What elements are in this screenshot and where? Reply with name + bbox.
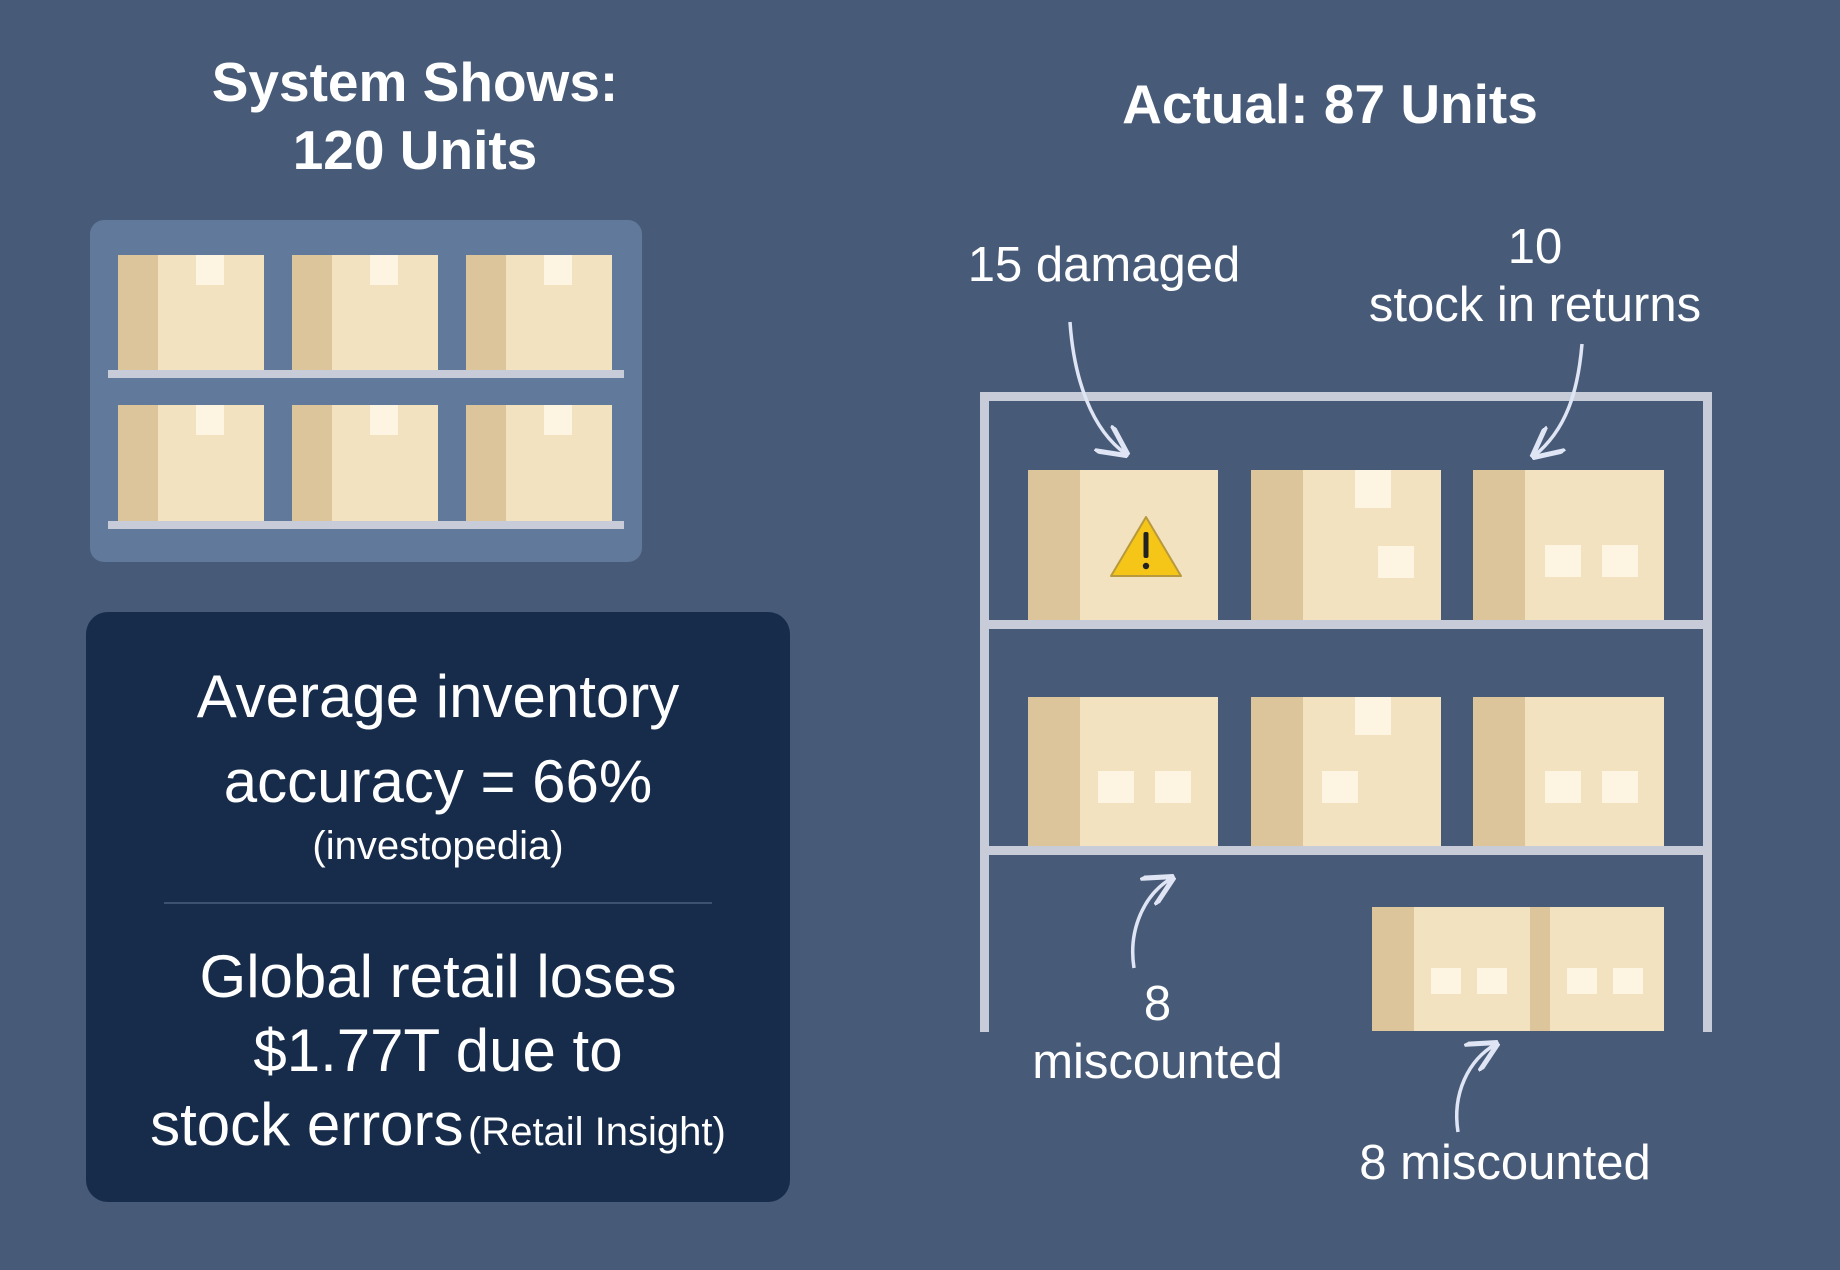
miscounted-left-label: 8 miscounted — [1000, 975, 1315, 1091]
arrow-icon — [1534, 343, 1584, 456]
system-heading-line1: System Shows: — [211, 51, 619, 113]
actual-box — [1028, 697, 1218, 846]
actual-box — [1473, 697, 1664, 846]
returns-box — [1473, 470, 1664, 620]
system-box — [466, 255, 612, 370]
warning-icon — [1110, 516, 1182, 577]
accuracy-source: (investopedia) — [312, 824, 564, 868]
arrow-icon — [1131, 878, 1172, 969]
system-shelf — [90, 220, 642, 562]
damaged-label: 15 damaged — [967, 238, 1241, 292]
miscounted-left-text: miscounted — [1032, 1035, 1283, 1089]
loss-line3-source: (Retail Insight) — [467, 1110, 726, 1154]
actual-box — [1251, 697, 1441, 846]
system-box — [118, 255, 264, 370]
returns-label: 10 stock in returns — [1330, 218, 1740, 334]
accuracy-line2: accuracy = 66% — [223, 748, 653, 815]
miscounted-left-count: 8 — [1143, 977, 1172, 1031]
system-box — [466, 405, 612, 521]
system-box — [292, 255, 438, 370]
arrow-icon — [1068, 321, 1126, 454]
loss-line3-main: stock errors — [150, 1091, 464, 1158]
arrow-icon — [1455, 1044, 1496, 1133]
actual-box — [1251, 470, 1441, 620]
stats-divider — [164, 902, 712, 904]
actual-heading: Actual: 87 Units — [1122, 73, 1538, 135]
system-box — [292, 405, 438, 521]
loss-line3: stock errors (Retail Insight) — [86, 1090, 790, 1159]
loss-line1: Global retail loses — [199, 943, 677, 1010]
stats-card: Average inventory accuracy = 66% (invest… — [86, 612, 790, 1202]
loss-line2: $1.77T due to — [253, 1017, 623, 1084]
system-heading: System Shows: 120 Units — [165, 48, 665, 184]
returns-text: stock in returns — [1368, 278, 1702, 332]
miscounted-double-box — [1372, 907, 1664, 1031]
system-box — [118, 405, 264, 521]
returns-count: 10 — [1507, 220, 1563, 274]
system-heading-line2: 120 Units — [292, 119, 538, 181]
damaged-box — [1028, 470, 1218, 620]
miscounted-right-label: 8 miscounted — [1359, 1136, 1651, 1190]
accuracy-line1: Average inventory — [196, 663, 680, 730]
actual-shelf — [980, 392, 1712, 1032]
